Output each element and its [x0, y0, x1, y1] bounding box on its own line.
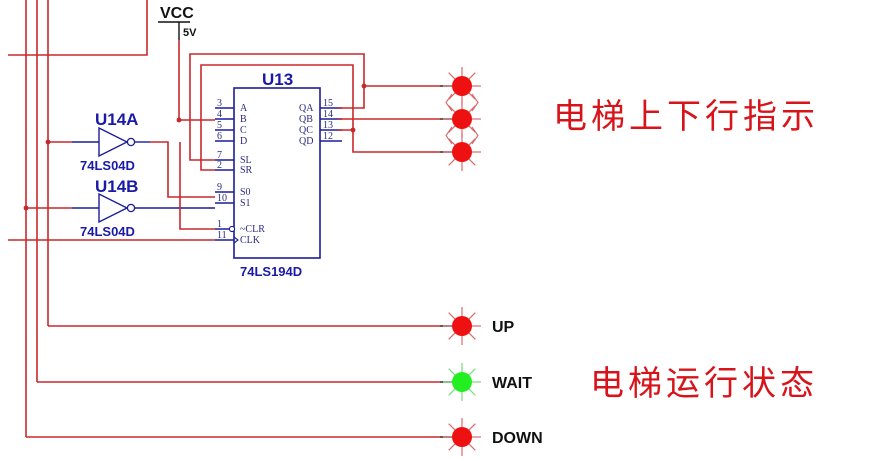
u14b-part: 74LS04D [80, 224, 135, 239]
pin-number: 12 [323, 131, 333, 142]
u14b-ref: U14B [95, 177, 138, 196]
status-led-label: WAIT [492, 375, 532, 392]
inverter-u14a[interactable]: U14A 74LS04D [45, 110, 215, 198]
direction-led-2[interactable] [440, 100, 481, 138]
junction-dot [23, 205, 29, 211]
direction-led-3[interactable] [440, 133, 481, 171]
status-led-down[interactable]: DOWN [440, 418, 543, 456]
feedback-wires [179, 53, 440, 171]
pin-label: SR [240, 165, 253, 176]
u13-ref: U13 [262, 70, 293, 89]
pin-label: CLK [240, 235, 261, 246]
inverter-triangle [98, 126, 129, 158]
pin-label: QB [299, 114, 313, 125]
junction-dot [45, 139, 51, 145]
right-pins: 15 QA 14 QB 13 QC 12 QD [299, 98, 342, 147]
status-leds: UP WAIT DOWN [440, 307, 543, 456]
junction-dot [350, 127, 356, 133]
pin-number: 7 [217, 150, 222, 161]
direction-led-1[interactable] [440, 67, 481, 105]
sr-feedback-wire[interactable] [200, 64, 354, 171]
pin-number: 15 [323, 98, 333, 109]
pin-clk[interactable]: 11 CLK [217, 230, 261, 246]
led-lamp [452, 109, 472, 129]
pin-label: S1 [240, 198, 251, 209]
pin-label: SL [240, 155, 252, 166]
direction-indicator-leds [440, 67, 481, 171]
pin-label: QC [299, 125, 313, 136]
pin-label: A [240, 103, 248, 114]
pin-number: 10 [217, 193, 227, 204]
vcc-source[interactable]: VCC 5V [158, 5, 197, 123]
pin-nclr[interactable]: 1 ~CLR [215, 219, 265, 235]
status-annotation: 电梯运行状态 [590, 364, 818, 404]
status-led-up[interactable]: UP [440, 307, 515, 345]
junction-dot [361, 83, 367, 89]
inverter-bubble [126, 137, 136, 147]
pin-sr[interactable]: 2 SR [215, 160, 253, 176]
pin-label: ~CLR [240, 224, 265, 235]
inverter-triangle [98, 192, 129, 224]
pin-number: 13 [323, 120, 333, 131]
pin-label: S0 [240, 187, 251, 198]
pin-label: B [240, 114, 247, 125]
vcc-label: VCC [160, 5, 194, 22]
pin-number: 5 [217, 120, 222, 131]
pin-number: 2 [217, 160, 222, 171]
led-lamp [452, 372, 472, 392]
pin-qd[interactable]: 12 QD [299, 131, 342, 147]
led-lamp [452, 427, 472, 447]
top-bus-wire[interactable] [8, 0, 148, 56]
chip-body [233, 87, 321, 259]
pin-number: 4 [217, 109, 222, 120]
u14a-ref: U14A [95, 110, 138, 129]
pin-number: 6 [217, 131, 222, 142]
pin-number: 1 [217, 219, 222, 230]
qc-output-wire[interactable] [338, 129, 440, 153]
inverter-u14b[interactable]: U14B 74LS04D [23, 177, 215, 239]
pin-number: 11 [217, 230, 227, 241]
pin-s0[interactable]: 9 S0 [215, 182, 251, 198]
pin-s1[interactable]: 10 S1 [215, 193, 251, 209]
led-lamp [452, 76, 472, 96]
pin-sl[interactable]: 7 SL [215, 150, 252, 166]
direction-annotation: 电梯上下行指示 [553, 97, 819, 137]
pin-label: QD [299, 136, 313, 147]
status-led-wait[interactable]: WAIT [440, 363, 532, 401]
inverter-bubble [126, 203, 136, 213]
pin-label: C [240, 125, 247, 136]
status-led-label: UP [492, 319, 515, 336]
pin-number: 3 [217, 98, 222, 109]
clr-wire[interactable] [179, 142, 215, 230]
pin-label: QA [299, 103, 314, 114]
u14a-part: 74LS04D [80, 158, 135, 173]
vcc-voltage: 5V [183, 27, 197, 39]
pin-number: 14 [323, 109, 333, 120]
u13-part: 74LS194D [240, 264, 302, 279]
qa-output-wire[interactable] [338, 85, 440, 109]
status-led-label: DOWN [492, 430, 543, 447]
pin-number: 9 [217, 182, 222, 193]
sl-feedback-wire[interactable] [189, 53, 365, 161]
led-lamp [452, 142, 472, 162]
pin-label: D [240, 136, 247, 147]
left-bus [8, 0, 440, 438]
led-lamp [452, 316, 472, 336]
